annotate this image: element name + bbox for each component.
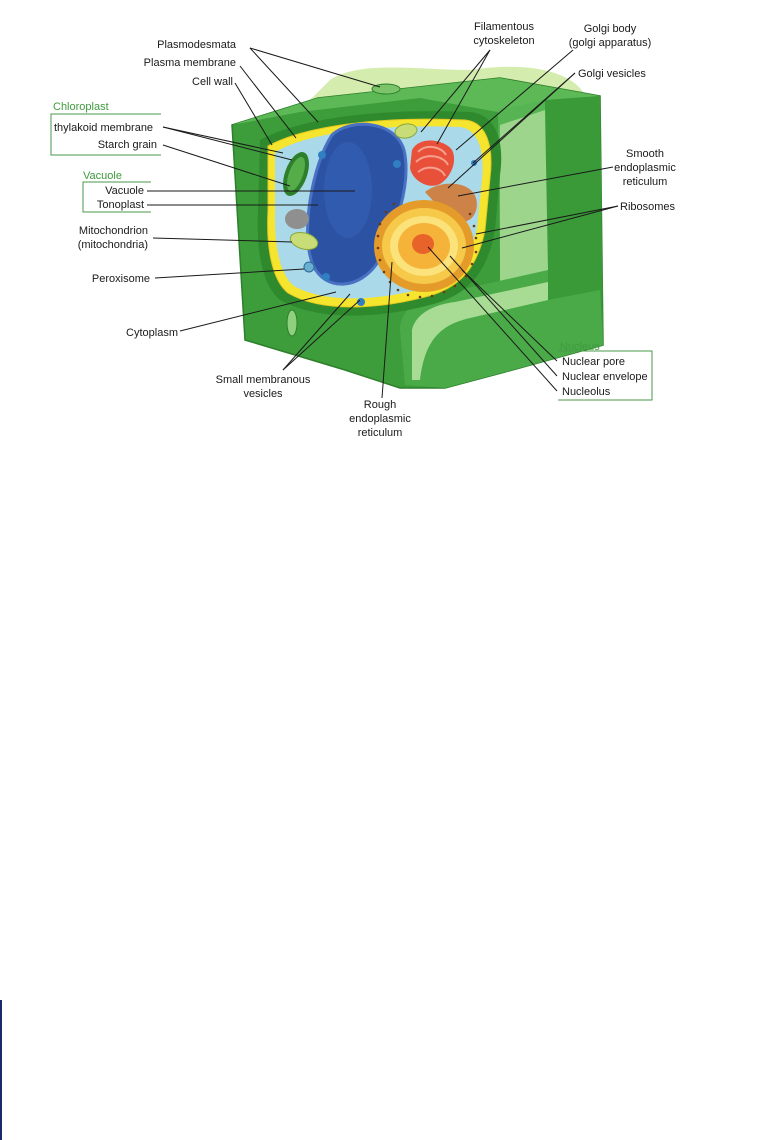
label-peroxisome: Peroxisome xyxy=(92,273,150,285)
label-chloroplast-group: Chloroplast xyxy=(53,101,109,113)
nucleus-shape xyxy=(374,200,474,292)
peroxisome-shape xyxy=(303,261,315,273)
vesicle-dot xyxy=(471,160,477,166)
smooth-er-shape xyxy=(425,183,477,222)
label-smooth-er-3: reticulum xyxy=(623,176,668,188)
label-mitochondrion-2: (mitochondria) xyxy=(78,239,148,251)
label-plasma-membrane: Plasma membrane xyxy=(144,57,236,69)
leader-lines xyxy=(147,47,619,399)
label-tonoplast: Tonoplast xyxy=(97,199,144,211)
cell-wall-cutaway-light xyxy=(500,110,548,290)
nucleolus-shape xyxy=(412,234,434,254)
cell-wall-bottom-inner xyxy=(412,282,548,380)
label-rough-er-2: endoplasmic xyxy=(349,413,411,425)
page-edge-rule xyxy=(0,1000,2,1140)
label-filamentous-2: cytoskeleton xyxy=(473,35,534,47)
label-cytoplasm: Cytoplasm xyxy=(126,327,178,339)
label-rough-er-3: reticulum xyxy=(358,427,403,439)
ribosome-dots xyxy=(376,202,478,299)
label-smooth-er-1: Smooth xyxy=(626,148,664,160)
label-mitochondrion-1: Mitochondrion xyxy=(79,225,148,237)
label-golgi-vesicles: Golgi vesicles xyxy=(578,68,646,80)
label-nuclear-pore: Nuclear pore xyxy=(562,356,625,368)
label-nuclear-envelope: Nuclear envelope xyxy=(562,371,648,383)
label-vacuole: Vacuole xyxy=(105,185,144,197)
mitochondrion-shape xyxy=(289,123,418,251)
label-starch-grain: Starch grain xyxy=(98,139,157,151)
label-cell-wall: Cell wall xyxy=(192,76,233,88)
label-thylakoid-membrane: thylakoid membrane xyxy=(54,122,153,134)
vacuole-highlight xyxy=(324,142,372,238)
label-plasmodesmata: Plasmodesmata xyxy=(157,39,237,51)
label-vacuole-group: Vacuole xyxy=(83,170,122,182)
vesicle-dot xyxy=(357,298,365,306)
starch-grain-shape xyxy=(285,209,309,229)
vesicle-dot xyxy=(322,273,330,281)
vesicle-dot xyxy=(318,151,326,159)
label-nucleolus: Nucleolus xyxy=(562,386,611,398)
labels: Plasmodesmata Plasma membrane Cell wall … xyxy=(53,21,676,439)
label-nucleus-group: Nucleus xyxy=(560,341,600,353)
label-rough-er-1: Rough xyxy=(364,399,396,411)
label-golgi-body-2: (golgi apparatus) xyxy=(569,37,652,49)
vesicle-dot xyxy=(393,160,401,168)
chloroplast-shape xyxy=(283,152,309,196)
label-small-vesicles-2: vesicles xyxy=(243,388,283,400)
label-smooth-er-2: endoplasmic xyxy=(614,162,676,174)
group-boxes xyxy=(50,113,653,401)
label-small-vesicles-1: Small membranous xyxy=(216,374,311,386)
wall-chloroplast-shape xyxy=(286,309,298,337)
label-ribosomes: Ribosomes xyxy=(620,201,676,213)
label-golgi-body-1: Golgi body xyxy=(584,23,637,35)
golgi-body-shape xyxy=(410,140,455,186)
label-filamentous-1: Filamentous xyxy=(474,21,534,33)
